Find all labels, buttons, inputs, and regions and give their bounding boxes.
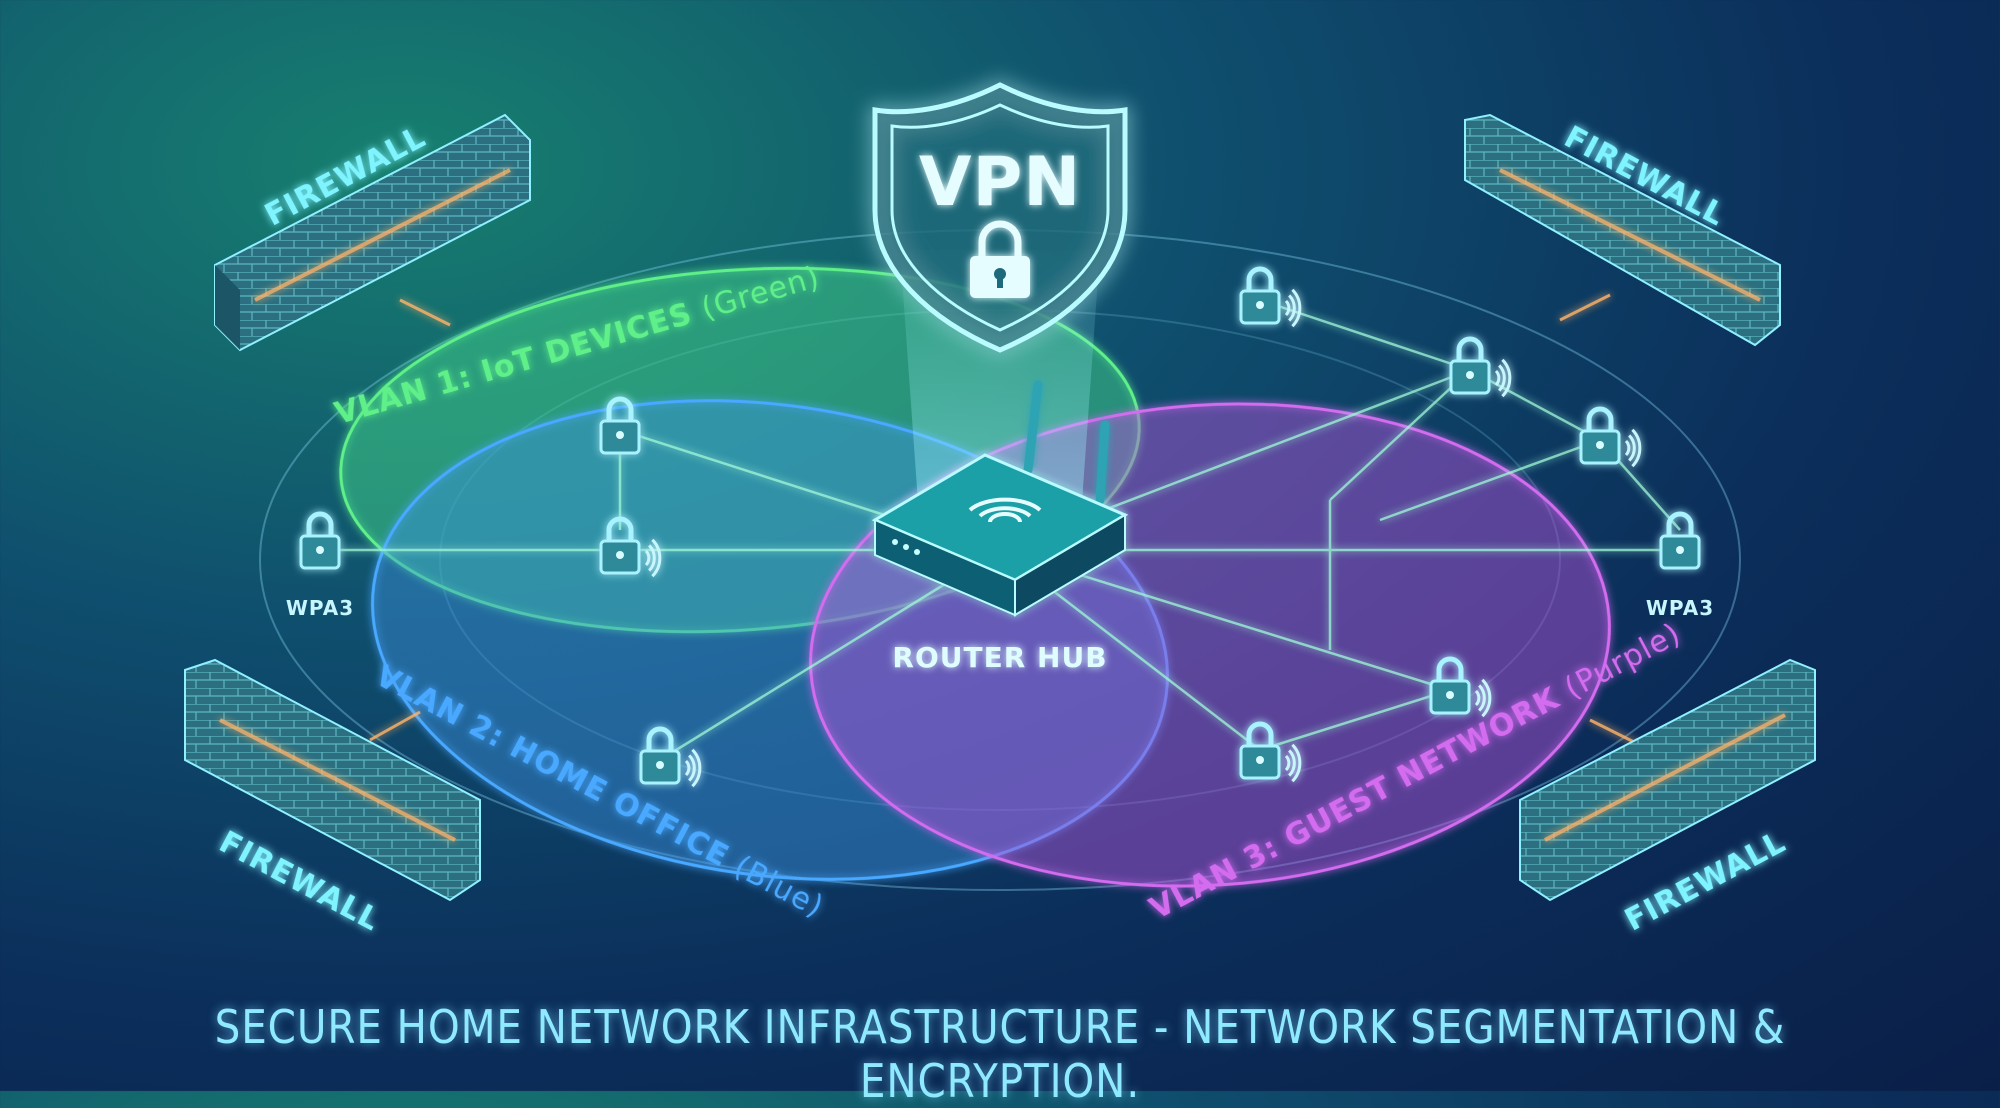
vpn-shield xyxy=(872,82,1128,353)
padlock-icon xyxy=(639,726,702,788)
router-label: ROUTER HUB xyxy=(892,641,1107,674)
padlock-icon xyxy=(1579,406,1642,468)
firewall-top-right xyxy=(1464,113,1781,347)
vpn-lock-icon xyxy=(970,220,1030,298)
firewall-bottom-left xyxy=(184,658,481,902)
footer-caption: SECURE HOME NETWORK INFRASTRUCTURE - NET… xyxy=(214,1000,1786,1108)
padlock-icon xyxy=(299,511,341,570)
padlock-nodes xyxy=(299,266,1701,788)
padlock-icon xyxy=(1239,266,1302,328)
firewall-top-left xyxy=(214,113,531,352)
vpn-label: VPN xyxy=(919,143,1081,222)
padlock-icon xyxy=(1449,336,1512,398)
firewall-links xyxy=(369,293,1641,747)
padlock-icon xyxy=(599,516,662,578)
padlock-icon xyxy=(599,396,641,455)
wpa-label-right: WPA3 xyxy=(1646,596,1714,620)
padlock-icon xyxy=(1429,656,1492,718)
router-icon xyxy=(871,380,1129,617)
firewall-bottom-right xyxy=(1519,658,1816,902)
wpa-label-left: WPA3 xyxy=(286,596,354,620)
padlock-icon xyxy=(1659,511,1701,570)
padlock-icon xyxy=(1239,721,1302,783)
